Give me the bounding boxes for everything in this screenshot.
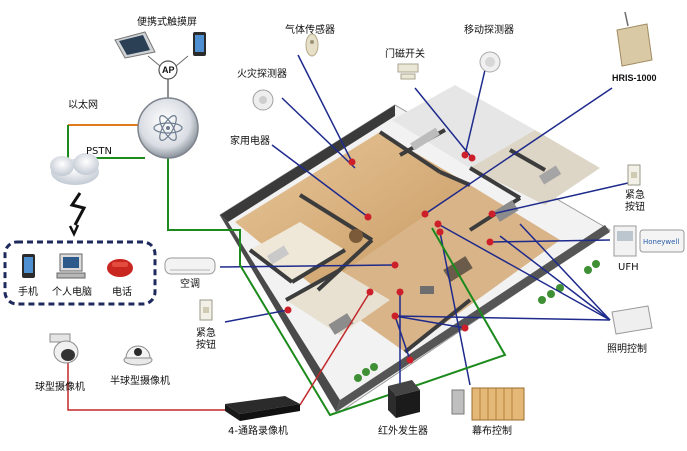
- dome-camera-label: 球型摄像机: [35, 380, 85, 393]
- lighting-label: 照明控制: [607, 342, 647, 355]
- dvr-label: 4-通路录像机: [228, 424, 288, 437]
- hris-label: HRIS-1000: [612, 73, 657, 83]
- ir-generator-label: 红外发生器: [378, 424, 428, 437]
- half-dome-camera-icon: [123, 345, 153, 366]
- fire-detector-icon: [252, 89, 274, 111]
- motion-detector-label: 移动探测器: [464, 23, 514, 36]
- gas-sensor-label: 气体传感器: [285, 23, 335, 36]
- pstn-cloud: [50, 153, 99, 185]
- lighting-control-icon: [611, 305, 653, 335]
- ufh-thermostat-icon: [613, 225, 685, 257]
- half-dome-camera-label: 半球型摄像机: [110, 374, 170, 387]
- door-switch-label: 门磁开关: [385, 47, 425, 60]
- sensor-nodes: [284, 151, 496, 364]
- appliances-label: 家用电器: [230, 134, 270, 147]
- mobile-phone-icon: [22, 254, 35, 278]
- ap-label: AP: [162, 65, 175, 75]
- emergency-button-left-label: 紧急按钮: [196, 326, 216, 351]
- labels: 便携式触摸屏 气体传感器 移动探测器 门磁开关 火灾探测器 以太网 PSTN 家…: [18, 15, 679, 437]
- ufh-label: UFH: [618, 262, 639, 273]
- touchscreen-label: 便携式触摸屏: [137, 15, 197, 28]
- computer-icon: [56, 253, 86, 279]
- floor-plan: [219, 85, 611, 413]
- emergency-button-right-label: 紧急按钮: [625, 188, 645, 213]
- dome-camera-icon: [49, 333, 79, 364]
- dvr-icon: [225, 396, 300, 421]
- smartphone-top: [193, 32, 206, 56]
- emergency-button-right-icon: [627, 164, 641, 186]
- fire-detector-label: 火灾探测器: [237, 67, 287, 80]
- home-gateway-hub[interactable]: [137, 97, 199, 159]
- gas-sensor-icon: [305, 33, 319, 57]
- aircon-icon: [164, 257, 216, 275]
- hris-device-icon: [616, 11, 653, 67]
- telephone-icon: [107, 259, 133, 277]
- phone-label: 手机: [18, 285, 38, 298]
- ir-generator-icon: [388, 380, 420, 418]
- aircon-label: 空调: [180, 277, 200, 290]
- remote-devices-box: [3, 240, 157, 306]
- curtain-label: 幕布控制: [472, 424, 512, 437]
- tablet-device: [114, 31, 156, 59]
- pc-label: 个人电脑: [52, 285, 92, 298]
- access-point[interactable]: [158, 60, 178, 80]
- emergency-button-left-icon: [199, 299, 213, 321]
- ethernet-label: 以太网: [68, 98, 98, 111]
- honeywell-label: Honeywell: [643, 238, 679, 246]
- pstn-label: PSTN: [86, 146, 112, 157]
- connection-lines: [67, 54, 629, 417]
- door-switch-icon: [397, 63, 419, 80]
- motion-detector-icon: [479, 51, 501, 73]
- curtain-control-icon: [451, 387, 525, 421]
- telephone-label: 电话: [112, 285, 132, 298]
